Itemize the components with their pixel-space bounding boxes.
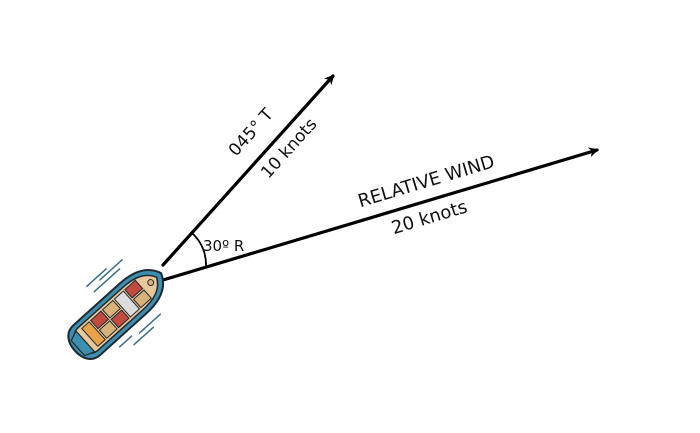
heading-direction-label: 045° T (225, 104, 278, 160)
relative-wind-label: RELATIVE WIND (356, 151, 497, 212)
relative-wind-speed-label: 20 knots (389, 196, 470, 239)
relative-wind-vector-line (161, 147, 599, 282)
angle-arc (191, 232, 207, 269)
angle-label: 30º R (203, 237, 244, 255)
ship-icon (67, 259, 165, 360)
heading-vector-line (161, 74, 335, 267)
